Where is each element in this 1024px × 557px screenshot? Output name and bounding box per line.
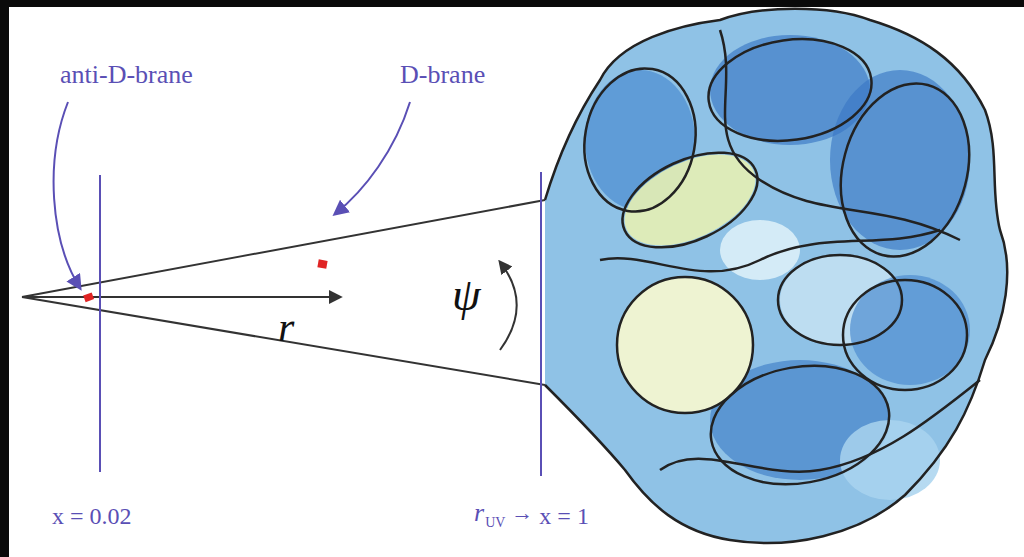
cutoff-label: r xyxy=(474,500,484,526)
ir-cutoff-line xyxy=(99,175,101,472)
top-border xyxy=(0,0,1024,7)
leader-line xyxy=(54,102,80,288)
cutoff-subscript: UV xyxy=(485,516,505,530)
angle-symbol: ψ xyxy=(452,272,481,318)
brane-label: D-brane xyxy=(400,62,485,88)
bulk-loops xyxy=(545,9,1007,543)
brane-label: anti-D-brane xyxy=(60,62,193,88)
left-border xyxy=(0,0,9,557)
anti-brane-dot xyxy=(83,292,94,302)
cutoff-arrow: → xyxy=(511,502,533,524)
leader-line xyxy=(335,102,410,214)
cutoff-label: x = 1 xyxy=(539,504,589,528)
axis-symbol: r xyxy=(278,306,294,348)
cutoff-label: x = 0.02 xyxy=(52,504,132,528)
bulk-blob xyxy=(545,9,1007,543)
brane-dot xyxy=(317,259,327,268)
uv-cutoff-line xyxy=(540,172,542,476)
